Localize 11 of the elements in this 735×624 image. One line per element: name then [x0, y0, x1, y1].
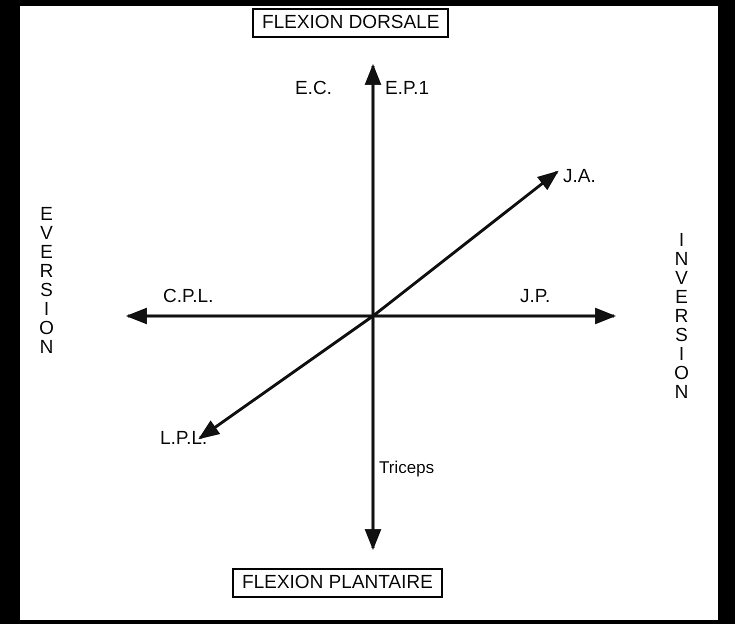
axis-label: INVERSION — [670, 230, 692, 401]
axis-label: EVERSION — [35, 204, 57, 356]
motion-box: FLEXION DORSALE — [252, 8, 450, 38]
muscle-label: E.C. — [295, 78, 332, 100]
muscle-label: J.P. — [520, 286, 550, 308]
muscle-label: Triceps — [379, 458, 434, 478]
muscle-label: J.A. — [563, 166, 596, 188]
muscle-label: C.P.L. — [163, 286, 214, 308]
muscle-label: L.P.L. — [160, 428, 208, 450]
motion-box: FLEXION PLANTAIRE — [232, 568, 443, 598]
muscle-label: E.P.1 — [385, 78, 430, 100]
